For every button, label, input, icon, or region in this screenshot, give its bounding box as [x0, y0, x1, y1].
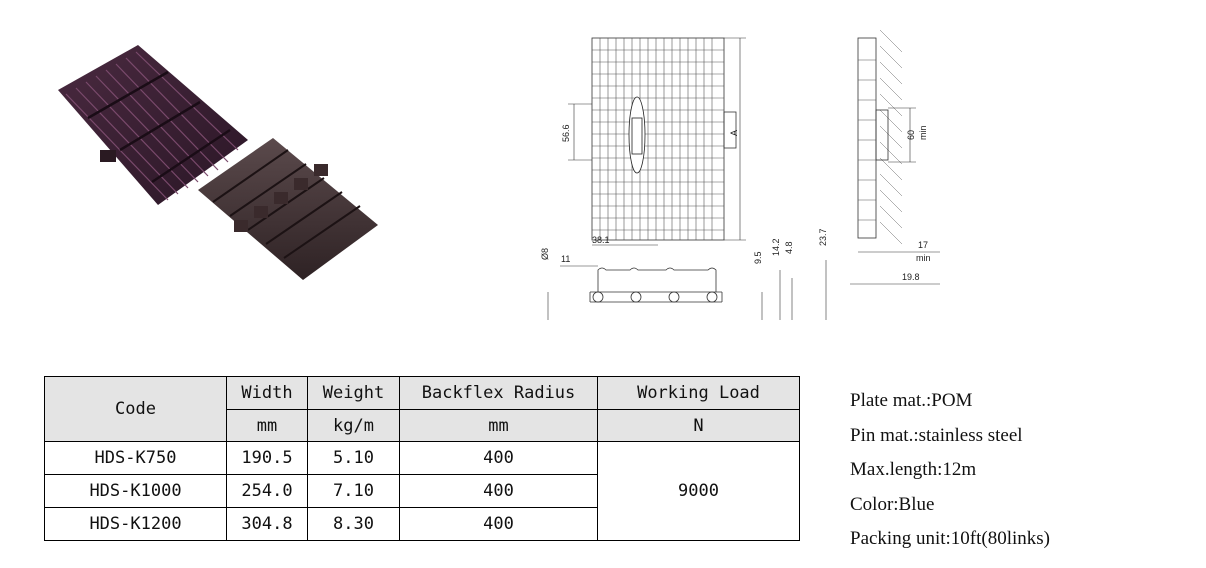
dim-diameter-8: Ø8: [540, 248, 550, 260]
header-width: Width: [226, 376, 308, 410]
cell-backflex: 400: [399, 474, 598, 508]
cell-backflex: 400: [399, 507, 598, 541]
unit-weight: kg/m: [307, 409, 400, 442]
note-packing-unit: Packing unit:10ft(80links): [850, 528, 1051, 549]
material-notes: Plate mat.:POM Pin mat.:stainless steel …: [850, 384, 1050, 557]
product-photo: [58, 45, 378, 280]
note-pin-material: Pin mat.:stainless steel: [850, 424, 1023, 446]
header-code: Code: [44, 376, 227, 442]
cell-code: HDS-K1000: [44, 474, 227, 508]
dim-19-8: 19.8: [902, 272, 920, 282]
dim-11: 11: [561, 254, 570, 264]
table-row: HDS-K1000 254.0 7.10 400: [44, 474, 800, 508]
chain-top-surface: [58, 45, 248, 205]
note-color: Color:Blue: [850, 493, 935, 515]
header-row: Code Width Weight Backflex Radius Workin…: [44, 376, 800, 442]
cell-weight: 7.10: [307, 474, 400, 508]
cell-weight: 8.30: [307, 507, 400, 541]
cell-weight: 5.10: [307, 441, 400, 475]
unit-width: mm: [226, 409, 308, 442]
cell-width: 254.0: [226, 474, 308, 508]
dim-17: 17: [918, 240, 928, 250]
unit-row: mm kg/m mm N: [45, 409, 800, 442]
note-plate-material: Plate mat.:POM: [850, 390, 973, 411]
cell-code: HDS-K750: [44, 441, 227, 475]
cell-working-load: 9000: [597, 441, 800, 541]
dim-9-5: 9.5: [753, 251, 763, 264]
chain-bottom-surface: [198, 138, 378, 280]
unit-backflex: mm: [399, 409, 598, 442]
dim-min-2: min: [916, 253, 931, 263]
chain-side-view: [589, 267, 723, 303]
header-working-load: Working Load: [597, 376, 800, 410]
dim-56-6: 56.6: [561, 124, 571, 142]
dim-4-8: 4.8: [784, 241, 794, 254]
dim-min-1: min: [918, 125, 928, 140]
dim-a: A: [729, 130, 739, 136]
dim-60: 60: [906, 130, 916, 140]
header-weight: Weight: [307, 376, 400, 410]
technical-drawing: 56.6 A 38.1 Ø8 11 9.5 14.2 4.8 23.7: [540, 37, 828, 320]
table-row: HDS-K750 190.5 5.10 400 9000: [44, 441, 800, 541]
dim-14-2: 14.2: [771, 238, 781, 256]
wall-hatch: [879, 29, 903, 245]
chain-plate-grid: [591, 37, 737, 241]
unit-working-load: N: [597, 409, 800, 442]
cell-width: 190.5: [226, 441, 308, 475]
cell-code: HDS-K1200: [44, 507, 227, 541]
cell-backflex: 400: [399, 441, 598, 475]
dim-23-7: 23.7: [818, 228, 828, 246]
dim-38-1: 38.1: [592, 235, 610, 245]
header-backflex: Backflex Radius: [399, 376, 598, 410]
cell-width: 304.8: [226, 507, 308, 541]
table-row: HDS-K1200 304.8 8.30 400: [44, 507, 800, 541]
spec-table: Code Width Weight Backflex Radius Workin…: [44, 376, 800, 541]
note-max-length: Max.length:12m: [850, 459, 977, 480]
side-mounting-drawing: 60 min 17 min 19.8: [850, 29, 940, 285]
